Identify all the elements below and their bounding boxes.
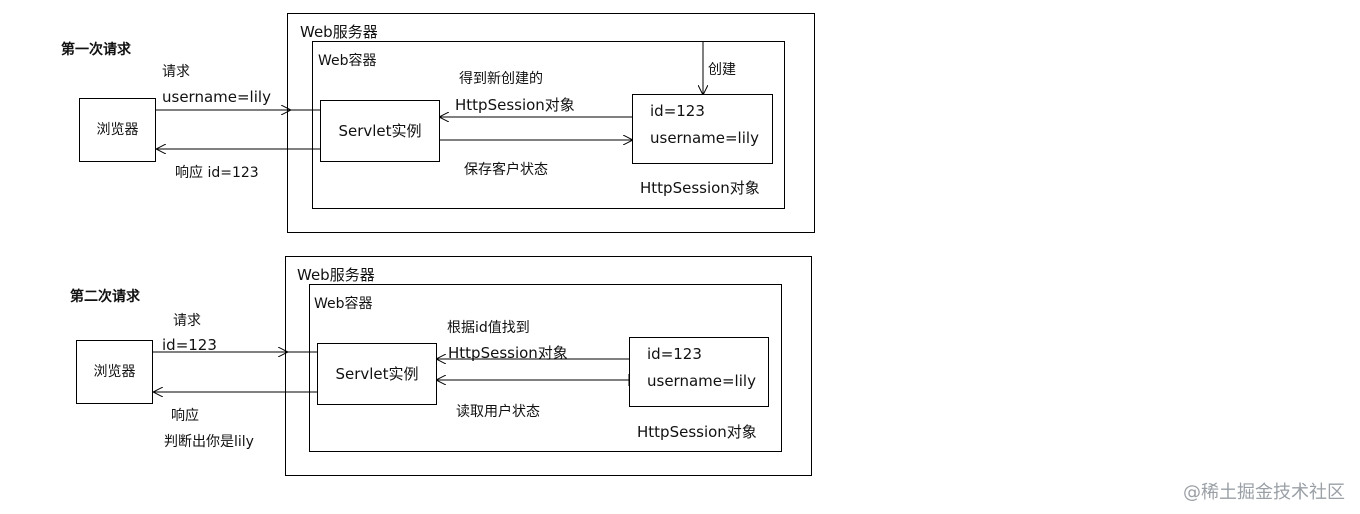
second-browser-label: 浏览器	[93, 364, 136, 380]
second-web-container-label: Web容器	[314, 296, 373, 312]
first-browser-label: 浏览器	[96, 122, 139, 138]
first-session-id: id=123	[650, 102, 705, 120]
second-web-server-box	[285, 256, 812, 476]
first-browser-box: 浏览器	[79, 98, 156, 162]
first-request-title: 第一次请求	[61, 42, 131, 58]
watermark: @稀土掘金技术社区	[1183, 482, 1345, 503]
second-session-box	[629, 337, 769, 407]
first-servlet-label: Servlet实例	[338, 121, 422, 140]
second-read-state-label: 读取用户状态	[456, 404, 540, 420]
first-create-label: 创建	[708, 62, 736, 78]
second-find-label: 根据id值找到	[447, 320, 530, 336]
second-browser-box: 浏览器	[76, 340, 153, 404]
first-save-state-label: 保存客户状态	[464, 162, 548, 178]
second-request-id: id=123	[162, 336, 217, 354]
first-session-caption: HttpSession对象	[640, 179, 760, 197]
second-session-id: id=123	[647, 345, 702, 363]
second-web-server-label: Web服务器	[297, 266, 375, 284]
second-session-caption: HttpSession对象	[637, 423, 757, 441]
first-web-container-box	[312, 41, 785, 209]
first-response-label: 响应 id=123	[175, 165, 259, 181]
second-find-session-label: HttpSession对象	[448, 344, 568, 362]
second-web-container-box	[309, 284, 782, 452]
second-response-identified: 判断出你是lily	[164, 434, 254, 450]
second-servlet-box: Servlet实例	[317, 343, 437, 405]
second-request-title: 第二次请求	[70, 289, 140, 305]
second-session-username: username=lily	[647, 372, 756, 390]
first-session-username: username=lily	[650, 129, 759, 147]
first-web-server-label: Web服务器	[300, 23, 378, 41]
second-response-label: 响应	[171, 408, 199, 424]
first-got-new-session-label: HttpSession对象	[455, 96, 575, 114]
first-servlet-box: Servlet实例	[320, 100, 440, 162]
first-web-server-box	[287, 13, 815, 233]
first-request-label: 请求	[162, 64, 190, 80]
first-got-new-label: 得到新创建的	[459, 71, 543, 87]
second-servlet-label: Servlet实例	[335, 364, 419, 383]
first-web-container-label: Web容器	[318, 53, 377, 69]
second-request-label: 请求	[173, 313, 201, 329]
first-request-username: username=lily	[162, 88, 271, 106]
